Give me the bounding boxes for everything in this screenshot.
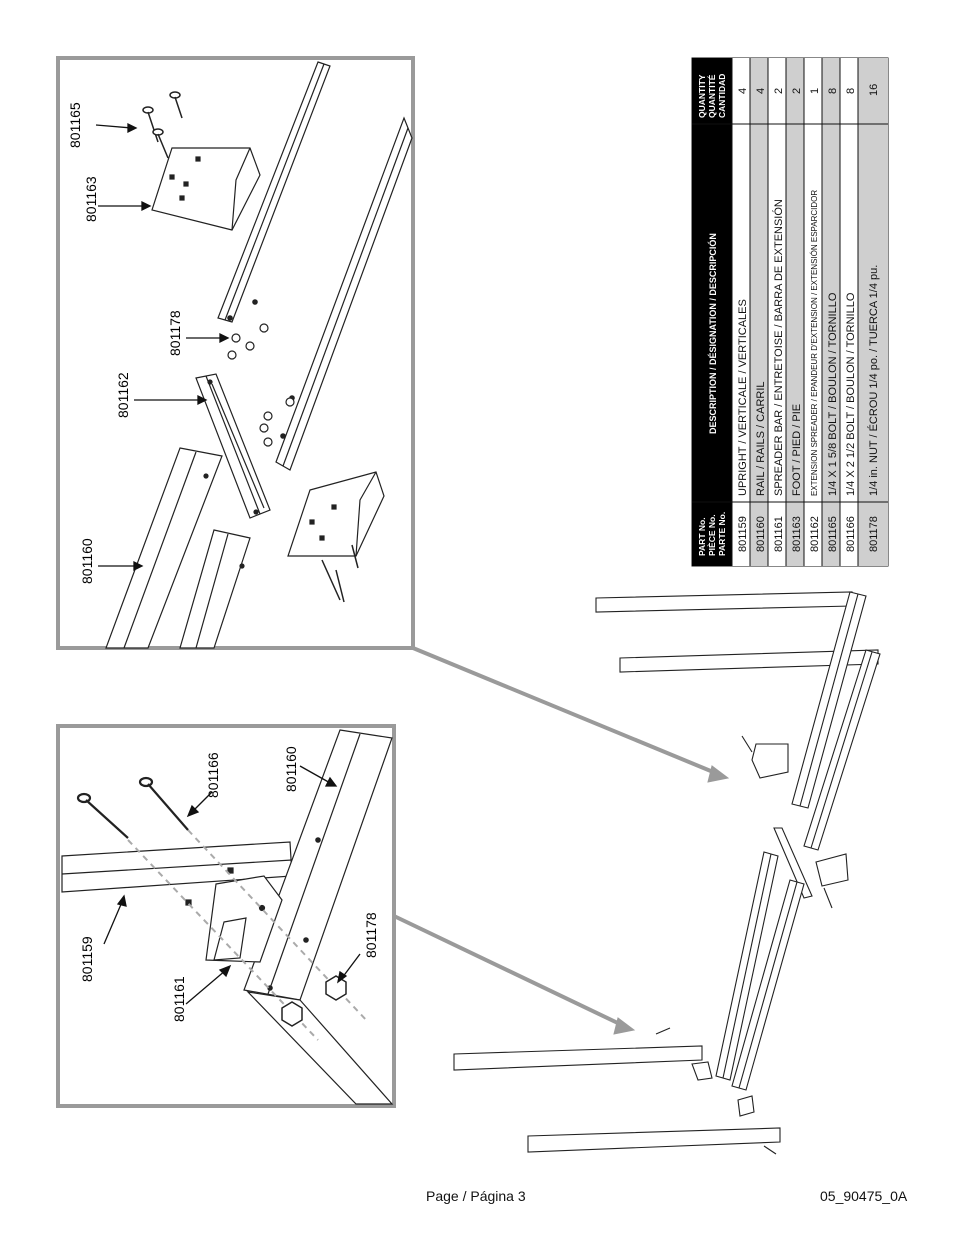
label-801165: 801165: [67, 102, 83, 148]
overview-assembly-drawing: [453, 591, 881, 1155]
bottom-detail-panel: 801166 801160 801159 801161 801178: [56, 724, 396, 1108]
upright-drawing: [105, 447, 251, 649]
header-part-no-fr: PIÈCE No.: [707, 514, 717, 556]
document-code: 05_90475_0A: [820, 1188, 908, 1204]
table-row-description: RAIL / RAILS / CARRIL: [755, 381, 767, 496]
spreader-drawing: [195, 373, 271, 519]
long-bolt-drawing: [76, 776, 189, 839]
callout-arrows-bottom: [103, 765, 361, 1005]
table-row-description: UPRIGHT / VERTICALE / VERTICALES: [737, 299, 749, 496]
table-row-description: FOOT / PIED / PIE: [791, 404, 803, 496]
label-801178-bottom: 801178: [363, 912, 379, 958]
table-row-qty: 2: [773, 88, 785, 94]
table-row-qty: 4: [755, 88, 767, 94]
callout-arrows-top: [95, 122, 230, 572]
foot-bracket-drawing: [151, 147, 261, 231]
header-description: DESCRIPTION / DÉSIGNATION / DESCRIPCIÓN: [707, 233, 718, 434]
nut-drawing-bottom: [281, 975, 347, 1027]
parts-table: QUANTITY QUANTITÉ CANTIDAD DESCRIPTION /…: [691, 57, 889, 567]
label-801162: 801162: [115, 372, 131, 418]
table-row-description: EXTENSION SPREADER / EPANDEUR D'EXTENSIO…: [810, 190, 819, 496]
foot-bracket-drawing-lower: [287, 471, 385, 603]
bolt-drawing: [142, 91, 183, 159]
table-row-description: 1/4 X 1 5/8 BOLT / BOULON / TORNILLO: [827, 292, 839, 496]
header-quantity-es: CANTIDAD: [717, 74, 727, 118]
table-row-qty: 2: [791, 88, 803, 94]
table-row-part-no: 801161: [773, 516, 785, 552]
assembly-guide-lines: [127, 829, 369, 1041]
page-number: Page / Página 3: [426, 1188, 526, 1204]
table-row-part-no: 801160: [755, 516, 767, 552]
table-row-qty: 1: [809, 88, 821, 94]
table-row-qty: 4: [737, 88, 749, 94]
table-row-qty: 8: [845, 88, 857, 94]
label-801163: 801163: [83, 176, 99, 222]
table-row-description: 1/4 in. NUT / ÉCROU 1/4 po. / TUERCA 1/4…: [867, 265, 880, 496]
top-detail-panel: 801165 801163 801178 801162 801160: [56, 56, 415, 650]
header-part-no-es: PARTE No.: [717, 512, 727, 556]
table-row-description: SPREADER BAR / ENTRETOISE / BARRA DE EXT…: [772, 199, 785, 496]
label-801166: 801166: [205, 752, 221, 798]
table-row-part-no: 801166: [845, 516, 857, 552]
table-row-part-no: 801165: [827, 516, 839, 552]
rail-drawing: [217, 61, 413, 471]
label-801160-bottom: 801160: [283, 746, 299, 792]
header-part-no-en: PART No.: [697, 517, 707, 556]
header-quantity-fr: QUANTITÉ: [707, 74, 717, 118]
table-row-part-no: 801178: [868, 516, 880, 552]
label-801161: 801161: [171, 976, 187, 1022]
spreader-bracket-drawing: [185, 867, 283, 963]
table-row-part-no: 801159: [737, 516, 749, 552]
table-row-part-no: 801163: [791, 516, 803, 552]
label-801159: 801159: [79, 936, 95, 982]
table-row-qty: 16: [868, 84, 880, 96]
label-801160-top: 801160: [79, 538, 95, 584]
table-row-qty: 8: [827, 88, 839, 94]
label-801178-top: 801178: [167, 310, 183, 356]
nut-drawing: [227, 323, 295, 447]
header-quantity-en: QUANTITY: [697, 74, 707, 118]
table-row-part-no: 801162: [809, 516, 821, 552]
table-row-description: 1/4 X 2 1/2 BOLT / BOULON / TORNILLO: [845, 292, 857, 496]
zoom-connector-arrows: [393, 646, 730, 1035]
